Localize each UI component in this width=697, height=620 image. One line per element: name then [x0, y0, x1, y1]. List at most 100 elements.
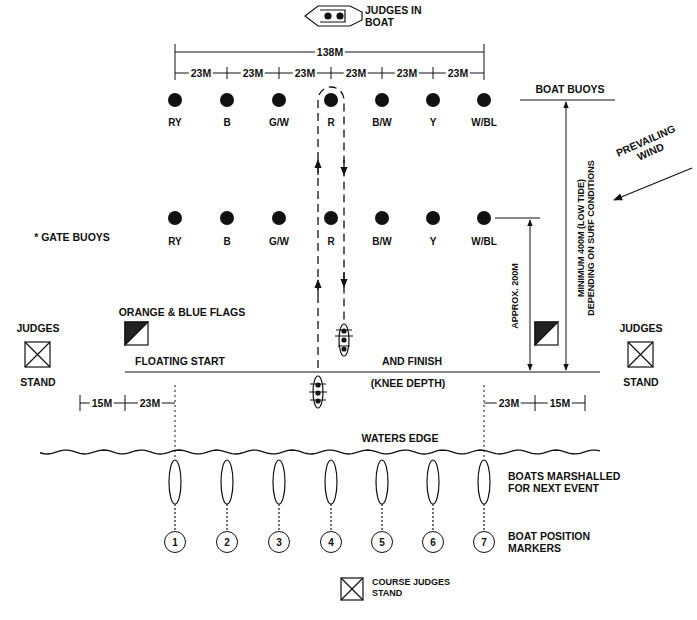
drawing-line [175, 385, 176, 465]
drawing-path [335, 330, 353, 346]
dimension: 23M [344, 67, 368, 79]
stand-label: JUDGES [619, 322, 662, 334]
drawing-line [343, 160, 344, 175]
drawing-path [535, 322, 558, 345]
buoy-label: RY [168, 236, 182, 248]
drawing-rect [628, 342, 653, 367]
drawing-line [530, 220, 531, 370]
drawing-line [585, 395, 586, 411]
marker-number: 2 [224, 537, 230, 548]
drawing-circle [426, 93, 440, 107]
stand-label: STAND [623, 376, 658, 388]
marker-label: BOAT POSITION MARKERS [508, 530, 603, 554]
stand-caption: COURSE JUDGES STAND [372, 577, 456, 599]
drawing-circle [316, 383, 320, 387]
drawing-circle [426, 211, 440, 225]
wind-arrow [614, 168, 692, 200]
drawing-line [317, 280, 318, 295]
start-label: (KNEE DEPTH) [371, 377, 446, 389]
drawing-line [484, 385, 485, 465]
drawing-line [566, 102, 567, 370]
drawing-circle [272, 93, 286, 107]
stand-cross [341, 578, 363, 600]
drawing-ellipse [376, 460, 388, 504]
drawing-path [305, 6, 362, 26]
drawing-line [495, 218, 540, 219]
drawing-path [25, 342, 50, 367]
shore-label: WATERS EDGE [362, 432, 439, 444]
drawing-circle [324, 211, 338, 225]
dimension: 23M [497, 397, 521, 409]
drawing-circle [316, 399, 320, 403]
drawing-circle [325, 13, 331, 19]
racing-boats [309, 324, 353, 408]
buoy-row-label: * GATE BUOYS [34, 231, 110, 243]
dimension: 138M [315, 46, 345, 58]
drawing-circle [477, 93, 491, 107]
drawing-ellipse [221, 460, 233, 504]
buoy-label: W/BL [471, 236, 497, 248]
buoy-label: Y [430, 236, 437, 248]
drawing-ellipse [427, 460, 439, 504]
buoy-label: B/W [372, 236, 391, 248]
buoy-row-label: BOAT BUOYS [535, 83, 604, 95]
marker-number: 1 [172, 537, 178, 548]
drawing-line [433, 67, 434, 79]
drawing-rect [25, 342, 50, 367]
buoy-label: B/W [372, 117, 391, 129]
buoy-label: R [327, 117, 334, 129]
stand-symbol [340, 577, 364, 601]
dimension: 15M [90, 397, 114, 409]
drawing-line [317, 160, 318, 175]
buoy-label: W/BL [471, 117, 497, 129]
start-label: AND FINISH [382, 355, 442, 367]
buoy-label: G/W [269, 117, 289, 129]
position-marker: 6 [422, 531, 444, 553]
dimension: 23M [395, 67, 419, 79]
waters-edge-line [40, 450, 600, 454]
stand-box [341, 578, 363, 600]
marker-number: 6 [430, 537, 436, 548]
drawing-line [125, 371, 600, 372]
marker-number: 4 [328, 537, 334, 548]
buoy-label: R [327, 236, 334, 248]
drawing-circle [342, 347, 346, 351]
drawing-path [125, 322, 148, 345]
dimension: 23M [241, 67, 265, 79]
drawing-rect [125, 322, 148, 345]
drawing-line [535, 395, 536, 411]
start-line-and-flags [125, 322, 600, 372]
drawing-path [320, 10, 345, 22]
drawing-circle [220, 93, 234, 107]
drawing-line [175, 73, 484, 74]
drawing-circle [220, 211, 234, 225]
distance-label: MINIMUM 400M (LOW TIDE) DEPENDING ON SUR… [576, 156, 597, 321]
drawing-circle [477, 211, 491, 225]
dimension: 15M [548, 397, 572, 409]
drawing-path [628, 342, 653, 367]
dimension: 23M [446, 67, 470, 79]
buoy-label: Y [430, 117, 437, 129]
stand-label: STAND [20, 376, 55, 388]
drawing-line [125, 395, 126, 411]
drawing-ellipse [478, 460, 490, 504]
drawing-circle [342, 329, 346, 333]
wind-label: PREVAILING WIND [607, 119, 690, 174]
drawing-line [382, 67, 383, 79]
marshalled-boats [169, 460, 490, 530]
drawing-circle [272, 211, 286, 225]
marker-number: 3 [276, 537, 282, 548]
drawing-line [343, 272, 344, 287]
drawing-line [279, 67, 280, 79]
position-marker: 5 [371, 531, 393, 553]
dimension-lines [80, 44, 615, 465]
drawing-circle [316, 391, 320, 395]
drawing-ellipse [273, 460, 285, 504]
position-marker: 3 [268, 531, 290, 553]
position-marker: 4 [320, 531, 342, 553]
position-marker: 7 [473, 531, 495, 553]
drawing-circle [375, 93, 389, 107]
dimension: 23M [138, 397, 162, 409]
flag-label: ORANGE & BLUE FLAGS [119, 306, 246, 318]
drawing-path [309, 384, 327, 400]
